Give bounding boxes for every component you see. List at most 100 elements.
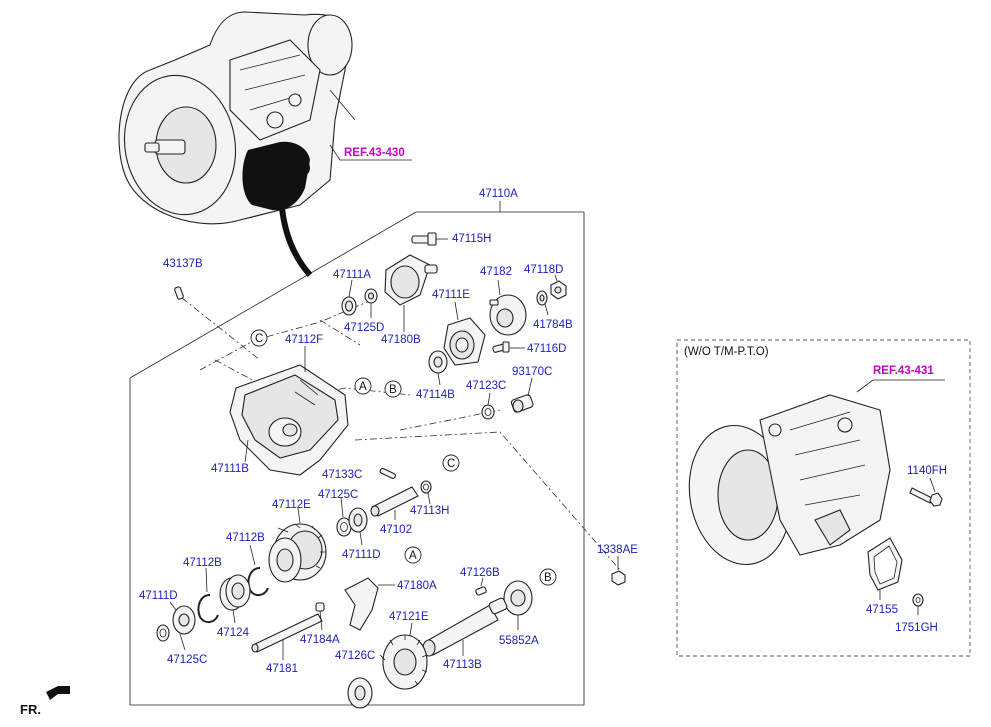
label-1751GH: 1751GH (895, 622, 938, 634)
label-47181: 47181 (266, 663, 298, 675)
bearing-55852A (503, 580, 533, 630)
case-47111B (229, 346, 349, 476)
shaft-47102 (370, 486, 419, 520)
label-47133C: 47133C (322, 469, 362, 481)
ref-43-430-link[interactable]: REF.43-430 (344, 147, 405, 159)
pin-43137B (174, 286, 184, 300)
label-47126C: 47126C (335, 650, 375, 662)
label-47112E: 47112E (272, 499, 311, 511)
front-arrow-icon (46, 686, 70, 700)
label-47123C: 47123C (466, 380, 506, 392)
bearing-47126C (347, 654, 386, 709)
switch-93170C (510, 377, 534, 413)
marker-a-upper: A (354, 377, 372, 395)
ring-47125C-lower (156, 624, 186, 651)
label-47116D: 47116D (527, 343, 566, 355)
label-47113H: 47113H (410, 505, 449, 517)
label-47118D: 47118D (524, 264, 563, 276)
washer-1751GH (912, 593, 924, 615)
ring-47125D (364, 288, 378, 318)
label-47112B-upper: 47112B (226, 532, 265, 544)
fr-label: FR. (20, 702, 41, 717)
nut-47118D (550, 274, 567, 300)
ring-47125C-upper (336, 496, 352, 537)
label-47111B: 47111B (211, 463, 249, 475)
label-47182: 47182 (480, 266, 512, 278)
label-47125C-upper: 47125C (318, 489, 358, 501)
label-47125D: 47125D (344, 322, 384, 334)
transmission-assembly-top (118, 11, 412, 277)
label-47111D-lower: 47111D (139, 590, 178, 602)
label-47111A: 47111A (333, 269, 371, 281)
bolt-47116D (492, 341, 525, 353)
label-41784B: 41784B (533, 319, 573, 331)
label-93170C: 93170C (512, 366, 552, 378)
label-47180A: 47180A (397, 580, 437, 592)
label-47155: 47155 (866, 604, 898, 616)
front-direction-indicator: FR. (20, 686, 70, 717)
marker-b-upper: B (384, 380, 402, 398)
label-47184A: 47184A (300, 634, 340, 646)
marker-c-lower: C (442, 454, 460, 472)
bearing-47111D-upper (348, 507, 368, 546)
label-47115H: 47115H (452, 233, 491, 245)
variant-box (676, 339, 971, 657)
housing-47180B (384, 254, 438, 332)
variant-box-title: (W/O T/M-P.T.O) (684, 346, 769, 358)
label-47114B: 47114B (416, 389, 455, 401)
pin-47184A (315, 602, 325, 631)
marker-b-lower: B (539, 568, 557, 586)
key-47126B (475, 577, 487, 596)
label-47126B: 47126B (460, 567, 500, 579)
label-47110A: 47110A (479, 188, 518, 200)
label-47124: 47124 (217, 627, 250, 639)
seal-47111A (341, 279, 357, 316)
label-47112B-lower: 47112B (183, 557, 222, 569)
label-47102: 47102 (380, 524, 412, 536)
transmission-assembly-right (688, 394, 891, 566)
marker-c-upper: C (250, 329, 268, 347)
marker-a-lower: A (404, 546, 422, 564)
label-47125C-lower: 47125C (167, 654, 207, 666)
svg-text:A: A (359, 381, 367, 393)
cover-47182 (489, 279, 527, 336)
gasket-47155 (867, 537, 903, 600)
bolt-47115H (411, 232, 448, 246)
washer-41784B (536, 290, 549, 316)
plug-1338AE (611, 556, 626, 586)
rod-47181 (251, 613, 323, 660)
svg-text:C: C (447, 458, 455, 470)
label-47121E: 47121E (389, 611, 429, 623)
pin-47133C (379, 467, 396, 479)
gear-47121E (382, 622, 428, 690)
label-1338AE: 1338AE (597, 544, 638, 556)
label-47111E: 47111E (432, 289, 470, 301)
seal-47114B (428, 350, 448, 386)
svg-text:C: C (255, 333, 263, 345)
shaft-47113B (422, 597, 508, 657)
fork-47180A (344, 577, 395, 631)
ref-43-431-leader (856, 379, 945, 393)
label-43137B: 43137B (163, 258, 203, 270)
bolt-1140FH (909, 477, 943, 507)
housing-47111E (443, 301, 486, 366)
assembly-box-47110A (129, 201, 585, 706)
guide-lines (181, 297, 621, 571)
label-47180B: 47180B (381, 334, 421, 346)
snapring-47112B-lower (197, 567, 219, 623)
oring-47123C (481, 392, 495, 420)
svg-text:A: A (409, 550, 417, 562)
label-47111D-upper: 47111D (342, 549, 381, 561)
gear-47112E (268, 507, 327, 583)
label-55852A: 55852A (499, 635, 539, 647)
snapring-47112B-upper (247, 544, 269, 596)
svg-text:B: B (544, 572, 552, 584)
label-1140FH: 1140FH (907, 465, 947, 477)
bearing-47111D-lower (169, 601, 196, 635)
label-47113B: 47113B (443, 659, 482, 671)
bushing-47124 (219, 574, 251, 624)
label-47112F: 47112F (285, 334, 323, 346)
ref-43-431-link[interactable]: REF.43-431 (873, 365, 934, 377)
ring-47113H (420, 480, 432, 505)
